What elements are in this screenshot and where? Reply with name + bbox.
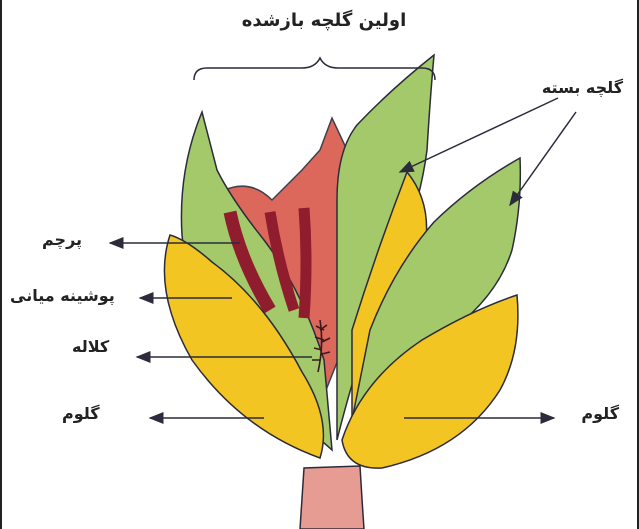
label-glume-left: گلوم [62,404,100,423]
label-closed-floret: گلچه بسته [542,78,623,97]
label-first-open-floret: اولین گلچه بازشده [224,10,424,31]
label-lodicule: پوشینه میانی [10,286,115,305]
label-stigma: کلاله [72,337,109,356]
stem [300,466,364,529]
brace [194,58,435,80]
label-glume-right: گلوم [581,404,619,423]
label-stamen: پرچم [42,230,82,249]
